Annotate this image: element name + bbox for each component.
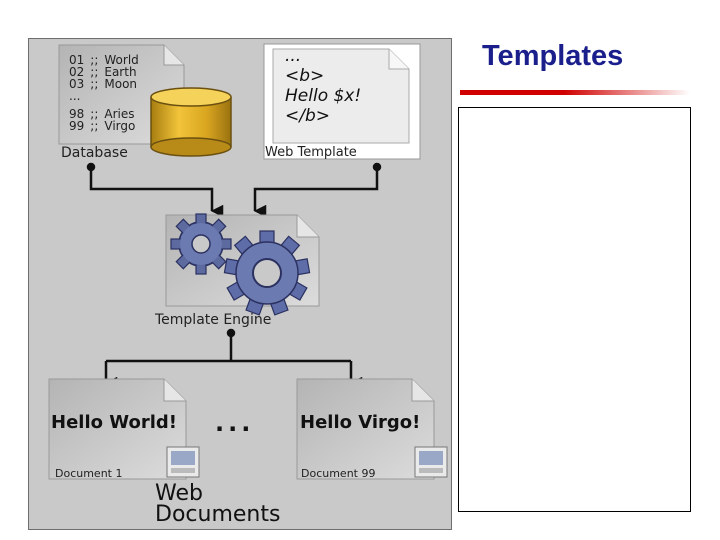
db-name: Aries bbox=[104, 107, 134, 121]
database-rows: 01;; World 02;; Earth 03;; Moon ... 98;; Ari… bbox=[69, 53, 139, 133]
template-line: <b> bbox=[285, 66, 324, 86]
db-sep: ;; bbox=[90, 53, 98, 67]
db-sep: ;; bbox=[90, 65, 98, 79]
db-num: 02 bbox=[69, 65, 84, 79]
small-gear-icon bbox=[170, 213, 232, 275]
db-sep: ;; bbox=[90, 119, 98, 133]
empty-text-box bbox=[458, 107, 691, 512]
web-template-group: ... <b> Hello $x! </b> Web Template bbox=[263, 43, 421, 160]
title-underline bbox=[460, 90, 690, 95]
db-num: 01 bbox=[69, 53, 84, 67]
db-name: Earth bbox=[104, 65, 136, 79]
database-cylinder-icon bbox=[150, 87, 232, 157]
svg-text:...: ... bbox=[69, 89, 80, 103]
template-line: ... bbox=[285, 46, 301, 66]
document-thumbnail-icon bbox=[166, 446, 200, 478]
svg-text:03;;Moon: 03;; Moon bbox=[69, 77, 137, 91]
document-1-label: Document 1 bbox=[55, 467, 122, 480]
web-documents-line-2: Documents bbox=[155, 502, 280, 527]
template-engine-label: Template Engine bbox=[154, 312, 271, 328]
web-documents-line-1: Web bbox=[155, 481, 203, 506]
database-label: Database bbox=[61, 145, 128, 161]
db-sep: ;; bbox=[90, 107, 98, 121]
db-name: World bbox=[104, 53, 138, 67]
template-code: ... <b> Hello $x! </b> bbox=[285, 46, 361, 126]
template-engine-diagram: 01;; World 02;; Earth 03;; Moon ... 98;; Ari… bbox=[28, 38, 452, 530]
db-sep: ;; bbox=[90, 77, 98, 91]
document-1-text: Hello World! bbox=[51, 412, 177, 433]
svg-text:01;;World: 01;; World bbox=[69, 53, 139, 67]
db-name: Virgo bbox=[104, 119, 135, 133]
template-line: Hello $x! bbox=[285, 86, 361, 106]
slide-title: Templates bbox=[482, 40, 624, 72]
svg-text:98;;Aries: 98;; Aries bbox=[69, 107, 135, 121]
large-gear-icon bbox=[223, 230, 311, 316]
database-group: 01;; World 02;; Earth 03;; Moon ... 98;; Ari… bbox=[58, 44, 232, 161]
document-99-label: Document 99 bbox=[301, 467, 375, 480]
db-name: Moon bbox=[104, 77, 137, 91]
documents-ellipsis: ... bbox=[215, 409, 254, 437]
input-connectors bbox=[86, 162, 382, 218]
template-line: </b> bbox=[285, 106, 330, 126]
document-99: Hello Virgo! Document 99 bbox=[296, 378, 448, 480]
output-connectors bbox=[104, 328, 363, 390]
template-engine-group: Template Engine bbox=[154, 213, 320, 328]
db-num: 98 bbox=[69, 107, 84, 121]
document-1: Hello World! Document 1 bbox=[48, 378, 200, 480]
document-99-text: Hello Virgo! bbox=[300, 412, 420, 433]
db-num: 99 bbox=[69, 119, 84, 133]
svg-text:02;;Earth: 02;; Earth bbox=[69, 65, 137, 79]
db-num: 03 bbox=[69, 77, 84, 91]
svg-text:99;;Virgo: 99;; Virgo bbox=[69, 119, 135, 133]
document-thumbnail-icon bbox=[414, 446, 448, 478]
db-num: ... bbox=[69, 89, 80, 103]
web-template-label: Web Template bbox=[265, 145, 357, 160]
